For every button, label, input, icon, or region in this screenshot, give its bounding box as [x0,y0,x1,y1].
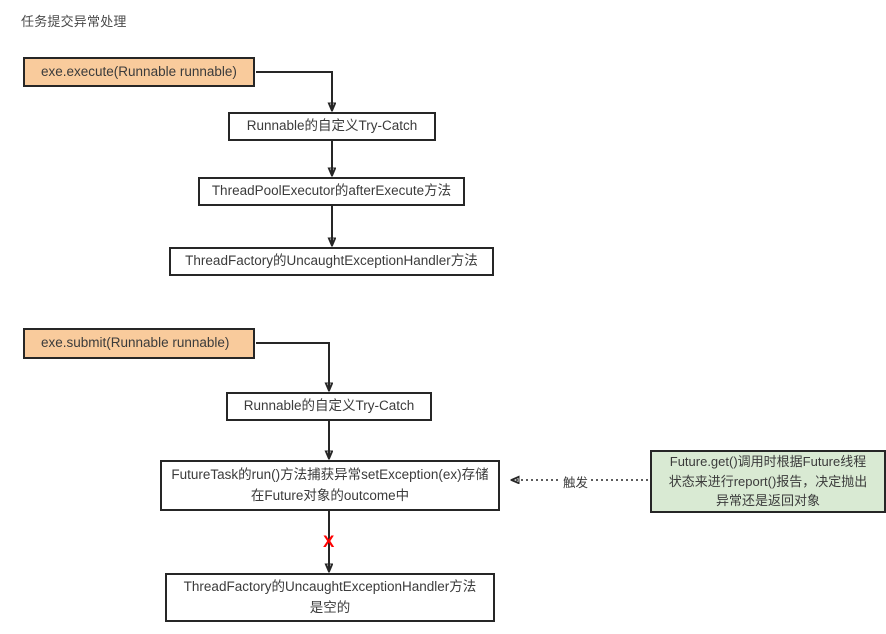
x-mark-blocked: X [323,532,335,551]
node-futuretask-setexception[interactable]: FutureTask的run()方法捕获异常setException(ex)存储… [160,460,500,511]
connector-execute-to-trycatch [256,71,332,110]
node-label-line1: FutureTask的run()方法捕获异常setException(ex)存储 [171,467,489,483]
node-label-line2: 是空的 [309,599,351,615]
node-label-line2: 在Future对象的outcome中 [250,487,410,503]
page-title: 任务提交异常处理 [21,14,127,29]
note-future-get[interactable]: Future.get()调用时根据Future线程 状态来进行report()报… [650,450,886,513]
node-exe-execute[interactable]: exe.execute(Runnable runnable) [23,57,255,87]
node-runnable-trycatch-1[interactable]: Runnable的自定义Try-Catch [228,112,436,141]
node-threadpoolexecutor-afterexecute[interactable]: ThreadPoolExecutor的afterExecute方法 [198,177,465,206]
edge-label-trigger: 触发 [560,472,592,491]
note-line2: 状态来进行report()报告，决定抛出 [668,473,868,489]
node-exe-submit[interactable]: exe.submit(Runnable runnable) [23,328,255,359]
node-threadfactory-uncaught-1[interactable]: ThreadFactory的UncaughtExceptionHandler方法 [169,247,494,276]
node-runnable-trycatch-2[interactable]: Runnable的自定义Try-Catch [226,392,432,421]
note-line1: Future.get()调用时根据Future线程 [669,454,867,470]
note-line3: 异常还是返回对象 [715,493,820,509]
node-threadfactory-uncaught-empty[interactable]: ThreadFactory的UncaughtExceptionHandler方法… [165,573,495,622]
node-label: Runnable的自定义Try-Catch [243,398,415,414]
node-label-line1: ThreadFactory的UncaughtExceptionHandler方法 [183,579,477,595]
connector-submit-to-trycatch2 [256,342,329,390]
